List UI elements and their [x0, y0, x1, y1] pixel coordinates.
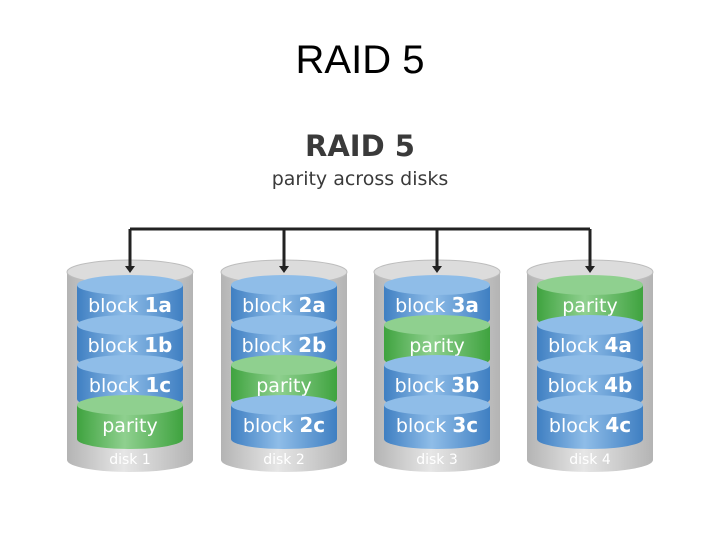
block-id: 4a: [605, 333, 632, 357]
block-word: block: [395, 295, 445, 317]
block-id: 2b: [298, 333, 326, 357]
block-word: block: [242, 295, 292, 317]
block-label: parity: [102, 415, 158, 437]
data-block-3c: block 3c: [384, 395, 490, 449]
block-word: block: [396, 415, 446, 437]
block-top: [231, 355, 337, 375]
block-top: [231, 315, 337, 335]
block-top: [537, 395, 643, 415]
block-top: [537, 315, 643, 335]
block-id: 3a: [452, 293, 479, 317]
block-label: block 3a: [395, 293, 479, 317]
block-top: [537, 275, 643, 295]
disk-2: block 2a block 2b parity block 2c disk 2: [220, 229, 348, 472]
block-label: block 4c: [549, 413, 631, 437]
connector-arrow: [432, 266, 442, 273]
block-label: parity: [256, 375, 312, 397]
block-top: [77, 275, 183, 295]
block-id: 2a: [299, 293, 326, 317]
block-id: 3b: [451, 373, 479, 397]
block-word: block: [89, 375, 139, 397]
block-top: [231, 395, 337, 415]
block-word: parity: [562, 295, 618, 317]
block-label: block 1a: [88, 293, 172, 317]
block-word: block: [242, 335, 292, 357]
block-word: block: [395, 375, 445, 397]
block-id: 4c: [605, 413, 631, 437]
block-word: parity: [409, 335, 465, 357]
block-label: block 2b: [242, 333, 327, 357]
block-word: parity: [102, 415, 158, 437]
block-word: block: [88, 295, 138, 317]
block-top: [77, 315, 183, 335]
block-top: [384, 395, 490, 415]
block-top: [77, 355, 183, 375]
block-label: block 2c: [243, 413, 325, 437]
block-id: 1b: [144, 333, 172, 357]
parity-block: parity: [77, 395, 183, 449]
block-word: block: [548, 335, 598, 357]
disk-label: disk 1: [109, 452, 151, 468]
figure-subtitle: parity across disks: [271, 168, 449, 190]
block-label: block 4b: [548, 373, 633, 397]
data-block-4c: block 4c: [537, 395, 643, 449]
connector-arrow: [279, 266, 289, 273]
block-id: 3c: [452, 413, 478, 437]
disk-label: disk 2: [263, 452, 305, 468]
block-label: parity: [409, 335, 465, 357]
block-top: [384, 315, 490, 335]
disk-label: disk 4: [569, 452, 611, 468]
block-body: [537, 405, 643, 449]
block-id: 2c: [299, 413, 325, 437]
slide-title: RAID 5: [295, 38, 425, 82]
block-body: [231, 405, 337, 449]
block-word: block: [88, 335, 138, 357]
block-id: 4b: [604, 373, 632, 397]
disk-label: disk 3: [416, 452, 458, 468]
block-word: block: [243, 415, 293, 437]
block-label: block 1c: [89, 373, 171, 397]
block-label: block 3b: [395, 373, 480, 397]
block-top: [384, 355, 490, 375]
block-top: [77, 395, 183, 415]
block-word: block: [548, 375, 598, 397]
block-word: parity: [256, 375, 312, 397]
block-body: [77, 405, 183, 449]
block-id: 1c: [145, 373, 171, 397]
block-label: block 2a: [242, 293, 326, 317]
block-top: [537, 355, 643, 375]
block-top: [231, 275, 337, 295]
figure-title: RAID 5: [305, 129, 415, 163]
block-word: block: [549, 415, 599, 437]
block-id: 1a: [145, 293, 172, 317]
connector-arrow: [585, 266, 595, 273]
block-label: parity: [562, 295, 618, 317]
data-block-2c: block 2c: [231, 395, 337, 449]
connector-arrow: [125, 266, 135, 273]
block-label: block 1b: [88, 333, 173, 357]
block-top: [384, 275, 490, 295]
block-body: [384, 405, 490, 449]
block-label: block 3c: [396, 413, 478, 437]
block-label: block 4a: [548, 333, 632, 357]
